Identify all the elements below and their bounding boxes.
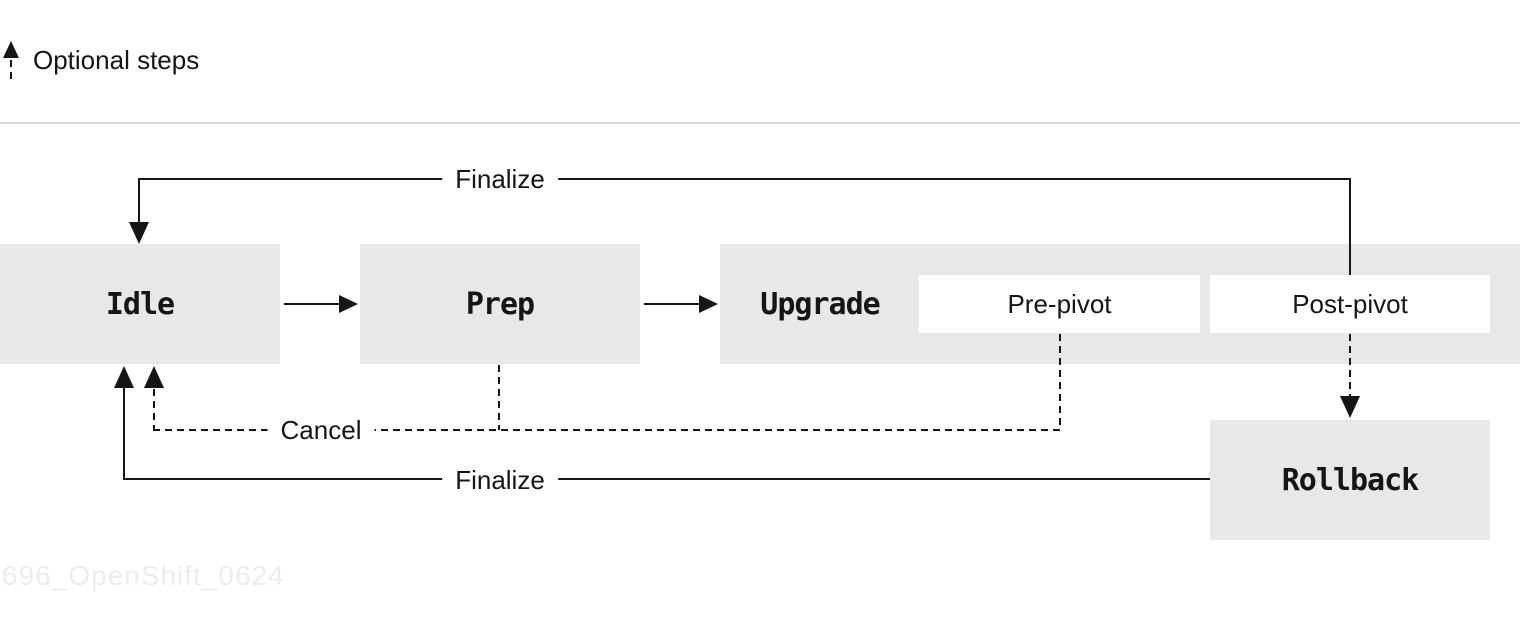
- cancel-label: Cancel: [267, 415, 375, 445]
- finalize-top-arrowhead-into-idle: [129, 222, 149, 244]
- post-pivot-to-rollback-arrowhead: [1340, 396, 1360, 418]
- finalize-bottom-label: Finalize: [442, 465, 558, 495]
- cancel-arrowhead-into-idle: [144, 366, 164, 388]
- prep-to-upgrade-arrowhead: [699, 295, 718, 313]
- substep-label-post-pivot: Post-pivot: [1292, 288, 1408, 319]
- legend-divider: [0, 122, 1520, 124]
- state-box-rollback: Rollback: [1210, 420, 1490, 540]
- post-pivot-to-rollback-dashed-line: [1349, 334, 1351, 398]
- idle-to-prep-arrowhead: [339, 295, 358, 313]
- substep-label-pre-pivot: Pre-pivot: [1007, 288, 1112, 319]
- finalize-bottom-horizontal-line: [123, 478, 1210, 480]
- state-label-rollback: Rollback: [1281, 462, 1419, 498]
- legend-optional-dashed-line: [10, 60, 12, 82]
- state-label-idle: Idle: [105, 286, 175, 322]
- state-box-idle: Idle: [0, 244, 280, 364]
- substep-box-post-pivot: Post-pivot: [1210, 275, 1490, 333]
- legend-optional-steps-label: Optional steps: [33, 45, 200, 75]
- cancel-left-vertical-dashed-line: [153, 389, 155, 429]
- finalize-top-horizontal-line: [139, 178, 1351, 180]
- cancel-horizontal-dashed-line: [153, 429, 1060, 431]
- cancel-pre-pivot-vertical-dashed-line: [1059, 334, 1061, 429]
- finalize-top-left-vertical-line: [138, 178, 140, 224]
- state-box-prep: Prep: [360, 244, 640, 364]
- watermark-text: 696_OpenShift_0624: [2, 560, 285, 591]
- finalize-bottom-arrowhead-into-idle: [114, 366, 134, 388]
- legend-optional-arrow-icon: [3, 41, 19, 58]
- finalize-top-right-vertical-line: [1349, 178, 1351, 275]
- finalize-top-label: Finalize: [442, 164, 558, 194]
- finalize-bottom-vertical-line: [123, 388, 125, 480]
- idle-to-prep-line: [284, 303, 340, 305]
- cancel-prep-vertical-dashed-line: [498, 365, 500, 430]
- state-label-prep: Prep: [465, 286, 535, 322]
- state-label-upgrade: Upgrade: [760, 286, 880, 322]
- prep-to-upgrade-line: [644, 303, 700, 305]
- substep-box-pre-pivot: Pre-pivot: [919, 275, 1200, 333]
